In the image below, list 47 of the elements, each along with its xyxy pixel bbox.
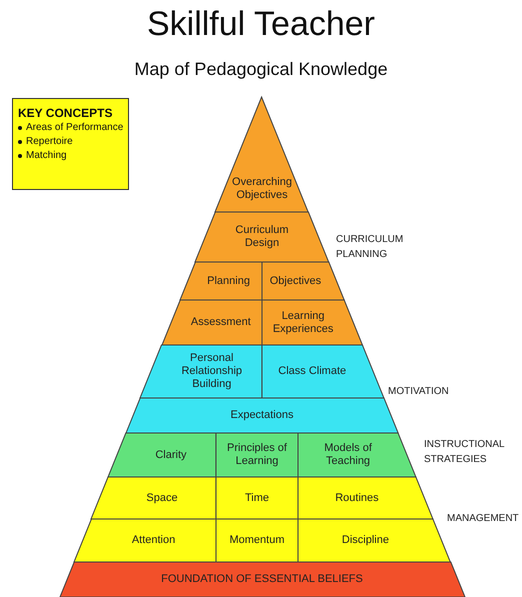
bullet-item: Repertoire: [26, 135, 73, 149]
segment-text: Clarity: [155, 448, 187, 462]
bullet-item: Matching: [26, 149, 67, 163]
segment-text: Expectations: [230, 409, 294, 422]
level-label: INSTRUCTIONAL STRATEGIES: [424, 438, 506, 467]
pyramid-segment: [216, 477, 298, 519]
segment-text: Personal Relationship Building: [180, 352, 244, 391]
level-label: MOTIVATION: [388, 385, 450, 399]
pyramid-segment: [126, 398, 398, 433]
segment-text: Objectives: [270, 274, 322, 288]
pyramid-segment: [298, 433, 416, 477]
bullet-item: Areas of Performance: [26, 121, 124, 135]
segment-text: Class Climate: [278, 365, 346, 378]
pyramid-segment: [215, 97, 309, 212]
pyramid-segment: [216, 519, 298, 562]
segment-text: Overarching Objectives: [232, 176, 292, 202]
level-label: CURRICULUM PLANNING: [336, 233, 404, 262]
pyramid-segment: [262, 345, 384, 398]
level-label: MANAGEMENT: [447, 512, 520, 526]
pyramid-segment: [162, 300, 262, 345]
pyramid-segment: [74, 519, 216, 562]
segment-text: Principles of Learning: [226, 442, 288, 468]
subtitle: Map of Pedagogical Knowledge: [133, 58, 389, 80]
segment-text: Space: [146, 492, 178, 504]
segment-text: FOUNDATION OF ESSENTIAL BELIEFS: [161, 573, 363, 586]
segment-text: Assessment: [190, 316, 251, 329]
box-heading: KEY CONCEPTS: [18, 105, 114, 121]
pyramid-segment: [262, 262, 344, 300]
pyramid-segment: [262, 300, 362, 345]
pyramid-segment: [180, 262, 262, 300]
segment-text: Models of Teaching: [323, 442, 373, 468]
pyramid-segment: [140, 345, 262, 398]
pyramid-segment: [108, 433, 216, 477]
segment-text: Discipline: [342, 534, 389, 547]
title: Skillful Teacher: [146, 4, 376, 44]
segment-text: Attention: [132, 534, 176, 547]
key-concepts-box: [12, 98, 129, 190]
segment-text: Learning Experiences: [272, 310, 334, 336]
pyramid-segment: [60, 562, 464, 597]
pyramid-segment: [298, 477, 433, 519]
segment-text: Time: [244, 492, 270, 504]
pyramid-segment: [216, 433, 298, 477]
segment-text: Routines: [335, 492, 379, 504]
pyramid-segment: [91, 477, 216, 519]
segment-text: Planning: [207, 274, 250, 288]
segment-text: Curriculum Design: [234, 224, 290, 250]
segment-text: Momentum: [229, 534, 285, 547]
